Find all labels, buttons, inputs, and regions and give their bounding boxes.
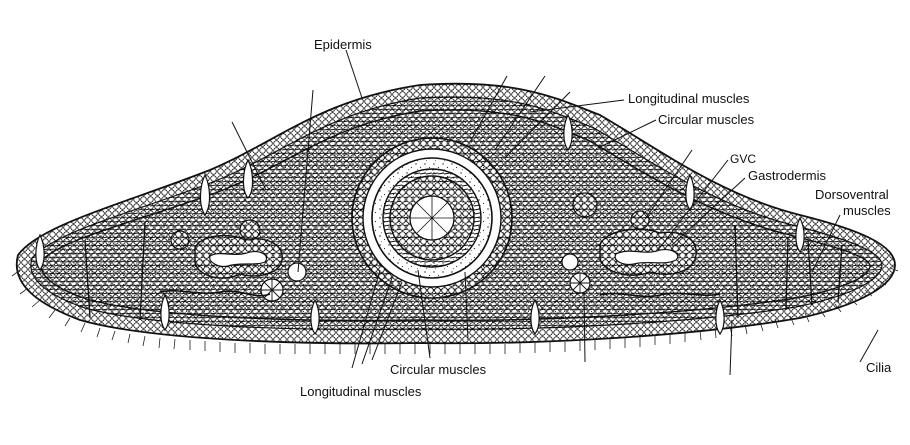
leader-cilia <box>859 329 879 363</box>
left-cell-cluster <box>239 219 261 241</box>
label-circular-muscles-bottom: Circular muscles <box>390 362 487 377</box>
label-circular-muscles-top: Circular muscles <box>658 112 755 127</box>
leader-circular-bottom <box>417 269 431 359</box>
leader-dorsoventral <box>811 214 841 273</box>
label-epidermis: Epidermis <box>314 37 372 52</box>
label-longitudinal-muscles-top: Longitudinal muscles <box>628 91 750 106</box>
label-gvc: GVC <box>730 152 757 166</box>
nerve-cords <box>159 290 721 298</box>
label-gastrodermis: Gastrodermis <box>748 168 827 183</box>
leader-gvc <box>657 159 729 251</box>
right-gland-a <box>561 253 579 271</box>
leader-lines <box>231 49 879 376</box>
pharynx <box>351 137 513 299</box>
label-cilia: Cilia <box>866 360 892 375</box>
leader-longitudinal-bottom <box>351 269 381 369</box>
leader-longitudinal-top <box>529 99 625 113</box>
dorsoventral-strands <box>84 221 843 321</box>
rhabdites <box>35 113 805 336</box>
leader-epidermis <box>345 49 363 99</box>
left-gland-a <box>287 262 307 282</box>
label-dorsoventral-muscles: muscles <box>843 203 891 218</box>
leader-circular-top <box>597 119 657 149</box>
right-gut-branch <box>561 192 697 294</box>
cilia-fringe <box>11 267 899 354</box>
leader-gastrodermis <box>671 177 746 246</box>
label-longitudinal-muscles-bottom: Longitudinal muscles <box>300 384 422 399</box>
label-dorsoventral: Dorsoventral <box>815 187 889 202</box>
